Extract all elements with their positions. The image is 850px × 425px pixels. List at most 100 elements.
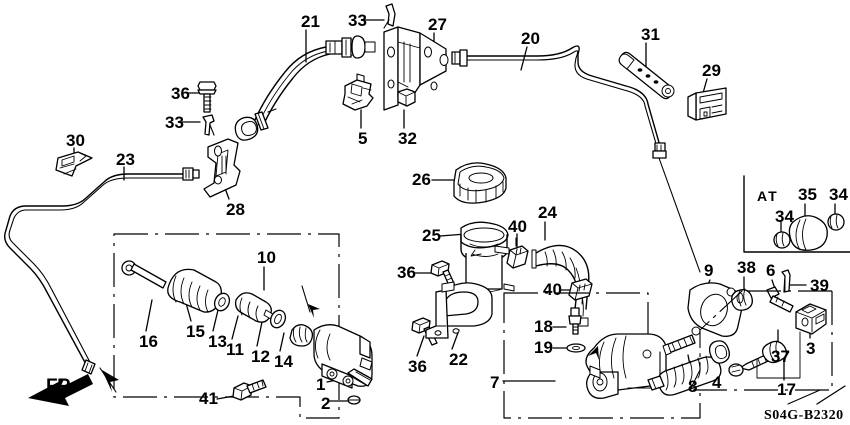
piston-cup-12 — [269, 309, 287, 329]
slave-kit-box — [113, 233, 340, 419]
callout-14: 14 — [274, 352, 293, 371]
master-cylinder-body — [585, 333, 696, 399]
callout-28: 28 — [226, 200, 245, 219]
callout-27: 27 — [428, 15, 447, 34]
callout-13: 13 — [208, 332, 227, 351]
callout-20: 20 — [521, 29, 540, 48]
spring-14 — [289, 324, 314, 347]
callout-18: 18 — [534, 317, 553, 336]
callout-9: 9 — [704, 261, 714, 280]
piston-11 — [234, 292, 277, 323]
callout-21: 21 — [301, 12, 320, 31]
connector-29 — [687, 87, 727, 121]
hose-clamp-40-lower — [568, 278, 593, 301]
callout-36-reservoir: 36 — [397, 263, 416, 282]
bleeder-cap-2 — [347, 395, 361, 405]
callout-23: 23 — [116, 150, 135, 169]
bleeder-screw-1 — [347, 368, 373, 387]
at-plug-35 — [788, 215, 828, 251]
snap-ring-4 — [708, 340, 730, 364]
callout-35: 35 — [798, 185, 817, 204]
at-washer-left-34 — [773, 231, 791, 249]
hose-clamp-40-upper — [506, 237, 529, 269]
callout-32: 32 — [398, 129, 417, 148]
callout-41: 41 — [199, 389, 218, 408]
callout-1: 1 — [316, 375, 326, 394]
rod-group-box-5 — [699, 290, 743, 371]
callout-34-left: 34 — [775, 207, 794, 226]
push-rod-8 — [647, 355, 722, 396]
grommet-38 — [731, 288, 753, 311]
bracket-17 — [756, 331, 801, 379]
callout-25: 25 — [422, 226, 441, 245]
callout-26: 26 — [412, 170, 431, 189]
callout-22: 22 — [449, 350, 468, 369]
callout-19: 19 — [534, 338, 553, 357]
callout-33-upper: 33 — [348, 11, 367, 30]
callout-4: 4 — [712, 373, 722, 392]
nut-32 — [397, 88, 416, 107]
callout-33-lower: 33 — [165, 113, 184, 132]
flange-bolt-36-upper — [197, 81, 217, 113]
leader-lines — [73, 19, 846, 405]
pipe-bracket-28 — [203, 138, 241, 198]
rod-bolt-18 — [568, 307, 582, 335]
retainer-ring-13 — [213, 292, 231, 312]
callout-34-right: 34 — [829, 185, 848, 204]
fr-direction-arrow — [28, 374, 93, 406]
clutch-hose-21 — [234, 35, 376, 141]
callout-5: 5 — [358, 129, 368, 148]
clevis-pin-6 — [766, 286, 794, 313]
diagram-code: S04G-B2320 — [764, 408, 844, 423]
at-inset-label: AT — [757, 188, 779, 204]
callout-36-upper: 36 — [171, 84, 190, 103]
front-direction-label: FR. — [46, 376, 76, 397]
callout-10: 10 — [257, 248, 276, 267]
callout-30: 30 — [66, 131, 85, 150]
gasket-flange-9 — [687, 282, 743, 337]
clip-33-upper — [383, 3, 396, 29]
pipe-to-master-arrow — [588, 346, 599, 360]
boot-15 — [167, 268, 222, 313]
callout-8: 8 — [688, 377, 698, 396]
flange-bolt-41 — [232, 379, 267, 401]
reservoir-cap-26 — [453, 162, 507, 204]
at-inset-box — [743, 175, 850, 253]
clevis-3 — [795, 303, 827, 335]
callout-37: 37 — [771, 347, 790, 366]
callout-29: 29 — [702, 61, 721, 80]
nut-37 — [761, 340, 788, 364]
callout-17: 17 — [777, 380, 796, 399]
rod-group-box-6 — [689, 369, 701, 391]
callout-31: 31 — [641, 25, 660, 44]
callout-39: 39 — [810, 276, 829, 295]
callout-7: 7 — [490, 373, 500, 392]
clutch-pipe-23 — [3, 167, 200, 393]
callout-6: 6 — [766, 261, 776, 280]
callout-11: 11 — [226, 340, 244, 359]
callout-16: 16 — [139, 332, 158, 351]
push-rod-16 — [121, 260, 167, 289]
callout-36-bracket: 36 — [408, 357, 427, 376]
reservoir-tank-25 — [460, 221, 515, 293]
callout-12: 12 — [251, 347, 270, 366]
rod-group-box-2 — [690, 291, 833, 391]
callout-38: 38 — [737, 258, 756, 277]
at-washer-right-34 — [827, 213, 845, 231]
pipe-clip-30 — [55, 151, 93, 177]
clutch-pipe-20 — [451, 45, 701, 273]
code-underline — [787, 389, 821, 405]
callout-2: 2 — [321, 394, 331, 413]
washer-19 — [566, 343, 586, 353]
callout-3: 3 — [806, 339, 816, 358]
reservoir-bracket-22 — [425, 281, 493, 339]
pin-31 — [618, 51, 675, 100]
callout-40-upper: 40 — [508, 217, 527, 236]
callout-40-lower: 40 — [543, 280, 562, 299]
callout-15: 15 — [186, 322, 205, 341]
cotter-pin-39 — [781, 269, 791, 293]
clamp-bracket-5 — [342, 73, 374, 111]
pedal-bracket-27 — [383, 26, 449, 111]
